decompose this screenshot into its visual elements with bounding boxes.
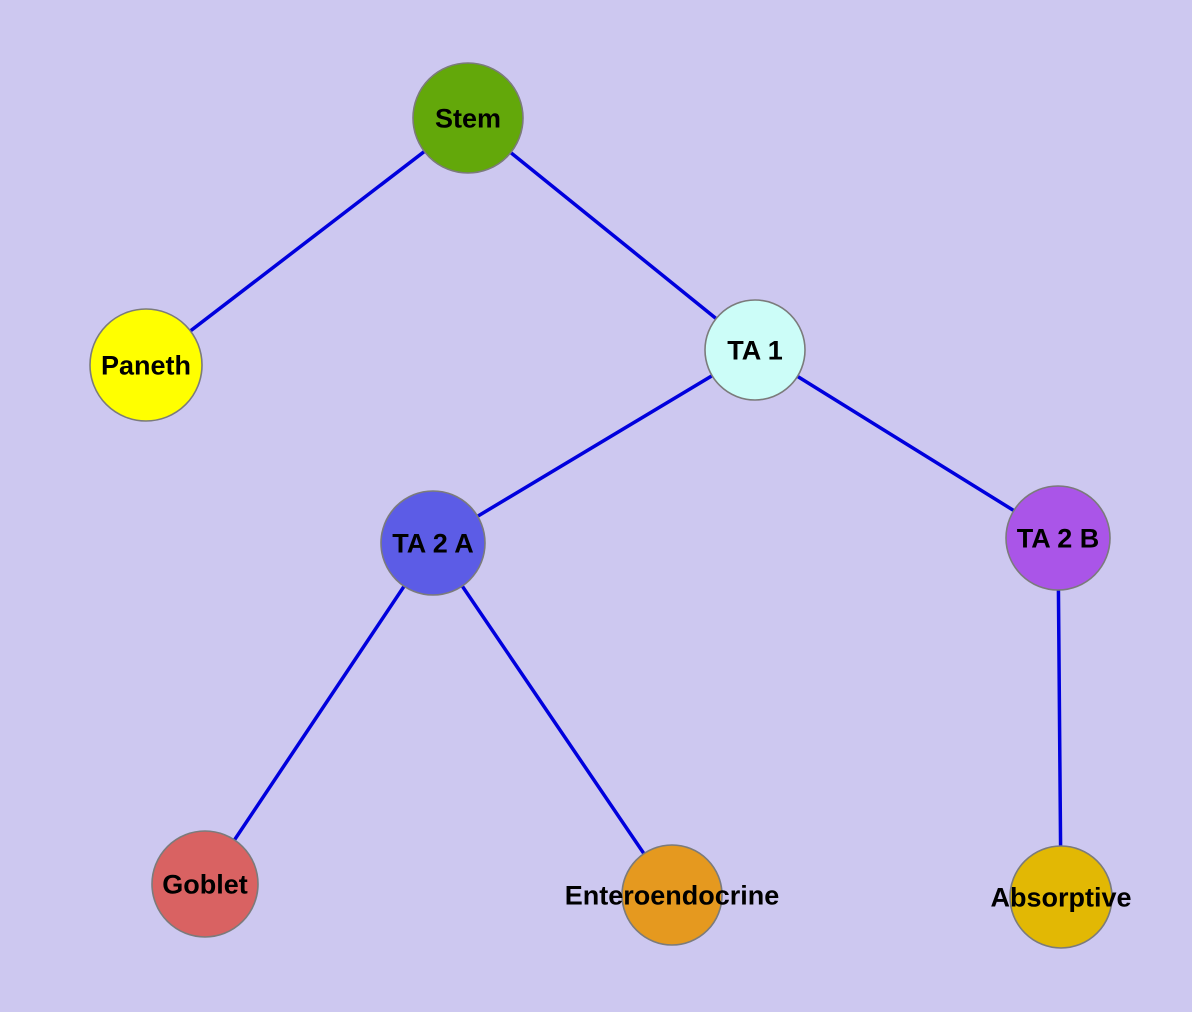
node-circle-stem[interactable]: [412, 62, 524, 174]
node-circle-ta2b[interactable]: [1005, 485, 1111, 591]
edge-ta2a-goblet: [203, 541, 435, 886]
node-ta2a[interactable]: TA 2 A: [380, 490, 486, 596]
edge-layer: [144, 116, 1063, 899]
node-circle-paneth[interactable]: [89, 308, 203, 422]
node-circle-enteroendocrine[interactable]: [621, 844, 723, 946]
node-circle-goblet[interactable]: [151, 830, 259, 938]
node-stem[interactable]: Stem: [412, 62, 524, 174]
node-ta2b[interactable]: TA 2 B: [1005, 485, 1111, 591]
edge-ta1-ta2b: [753, 348, 1060, 540]
node-circle-ta1[interactable]: [704, 299, 806, 401]
edge-ta2b-absorptive: [1056, 536, 1063, 899]
node-circle-ta2a[interactable]: [380, 490, 486, 596]
edge-stem-ta1: [466, 116, 757, 352]
node-paneth[interactable]: Paneth: [89, 308, 203, 422]
node-circle-absorptive[interactable]: [1009, 845, 1113, 949]
node-ta1[interactable]: TA 1: [704, 299, 806, 401]
edge-ta2a-enteroendocrine: [431, 541, 674, 897]
edge-ta1-ta2a: [431, 348, 757, 545]
edge-stem-paneth: [144, 116, 470, 367]
node-goblet[interactable]: Goblet: [151, 830, 259, 938]
